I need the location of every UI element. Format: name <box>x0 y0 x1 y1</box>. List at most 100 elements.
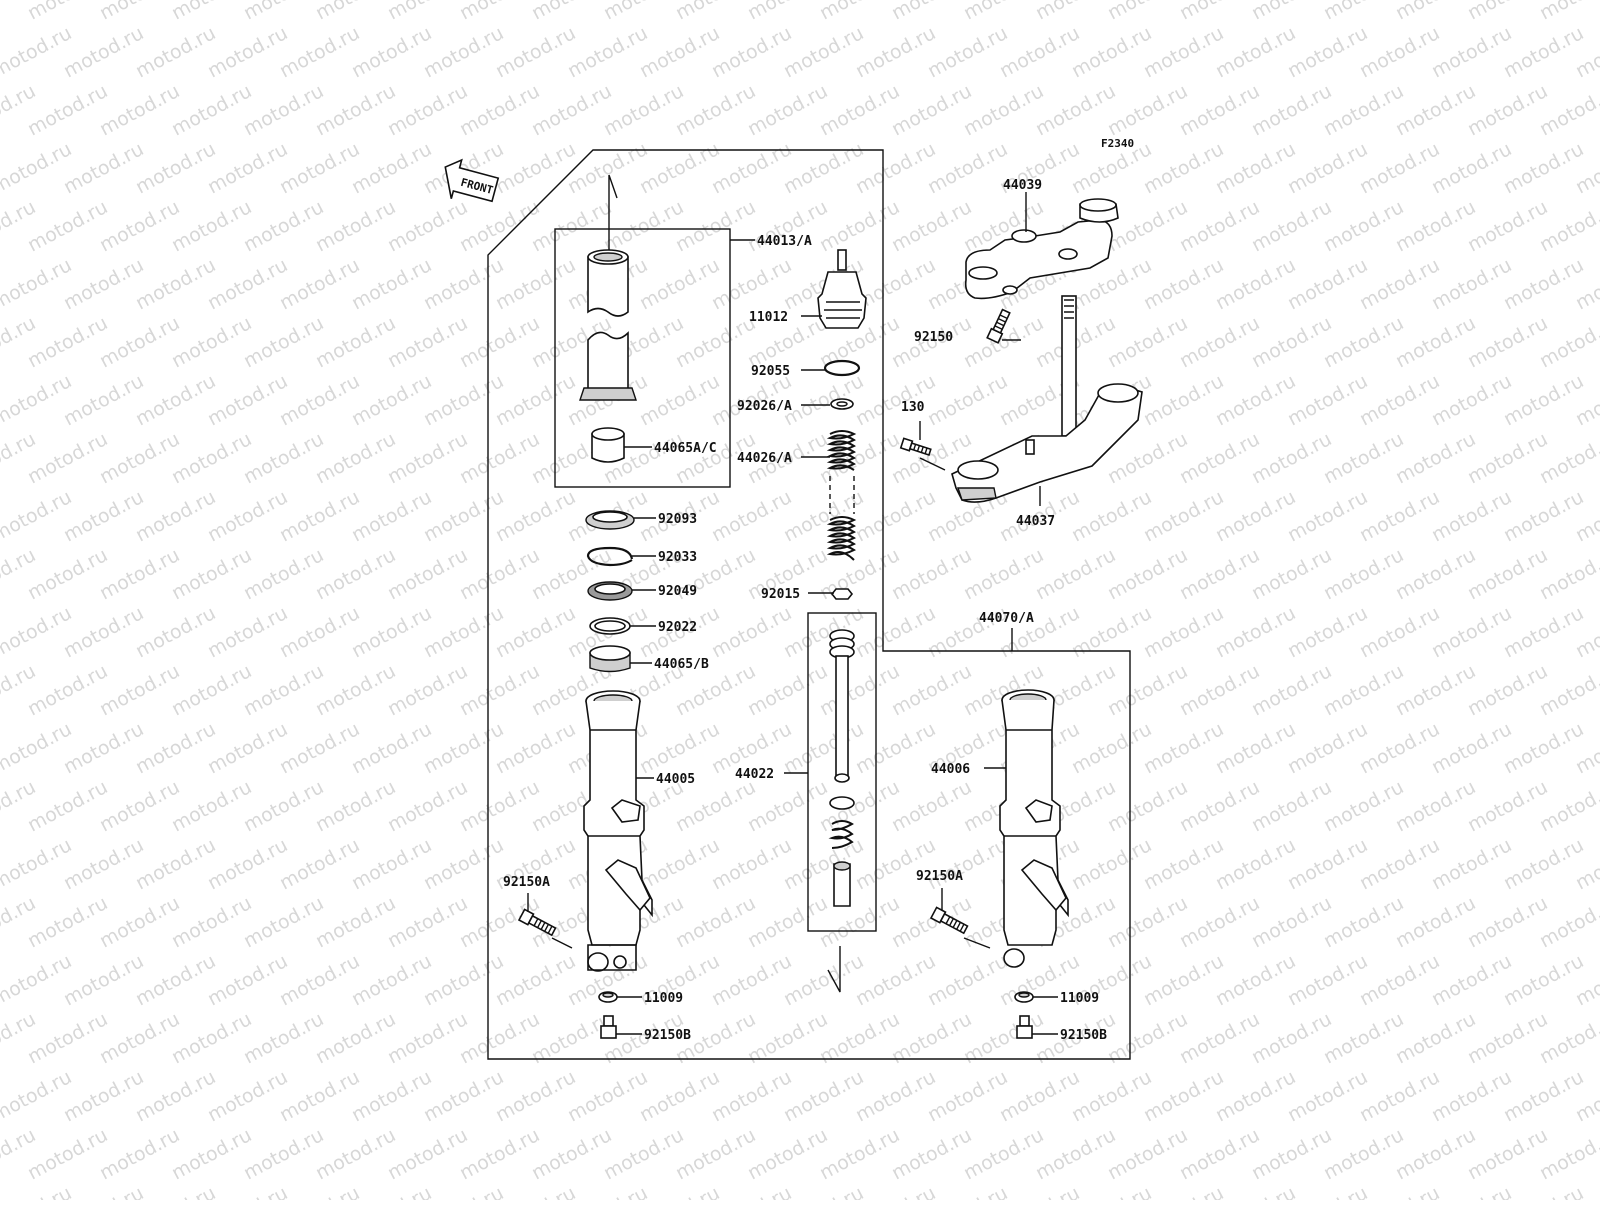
watermark-text: motod.ru <box>1212 370 1299 430</box>
watermark-text: motod.ru <box>528 196 615 256</box>
watermark-text: motod.ru <box>708 138 795 198</box>
watermark-text: motod.ru <box>780 834 867 894</box>
watermark-text: motod.ru <box>276 138 363 198</box>
watermark-text: motod.ru <box>132 950 219 1010</box>
watermark-text: motod.ru <box>0 950 75 1010</box>
watermark-text: motod.ru <box>708 254 795 314</box>
watermark-text: motod.ru <box>996 1066 1083 1126</box>
watermark-text: motod.ru <box>1428 254 1515 314</box>
watermark-text: motod.ru <box>600 196 687 256</box>
watermark-text: motod.ru <box>1176 312 1263 372</box>
watermark-text: motod.ru <box>348 22 435 82</box>
watermark-text: motod.ru <box>1212 602 1299 662</box>
watermark-text: motod.ru <box>240 660 327 720</box>
watermark-text: motod.ru <box>780 370 867 430</box>
watermark-text: motod.ru <box>636 370 723 430</box>
watermark-text: motod.ru <box>1284 602 1371 662</box>
watermark-text: motod.ru <box>1392 80 1479 140</box>
watermark-text: motod.ru <box>1428 486 1515 546</box>
watermark-text: motod.ru <box>744 1124 831 1184</box>
watermark-text: motod.ru <box>240 80 327 140</box>
watermark-text: motod.ru <box>204 1066 291 1126</box>
watermark-text: motod.ru <box>312 80 399 140</box>
watermark-text: motod.ru <box>1536 0 1600 24</box>
watermark-text: motod.ru <box>1356 602 1443 662</box>
watermark-text: motod.ru <box>204 486 291 546</box>
watermark-text: motod.ru <box>132 254 219 314</box>
watermark-text: motod.ru <box>924 1066 1011 1126</box>
watermark-text: motod.ru <box>1320 1008 1407 1068</box>
watermark-text: motod.ru <box>96 428 183 488</box>
watermark-text: motod.ru <box>420 1182 507 1200</box>
watermark-text: motod.ru <box>1464 892 1551 952</box>
watermark-text: motod.ru <box>1428 22 1515 82</box>
watermark-text: motod.ru <box>348 602 435 662</box>
watermark-text: motod.ru <box>492 486 579 546</box>
watermark-text: motod.ru <box>672 80 759 140</box>
outer-tube-right <box>999 689 1069 968</box>
watermark-text: motod.ru <box>1464 312 1551 372</box>
gasket-right <box>1014 991 1034 1003</box>
watermark-text: motod.ru <box>1140 718 1227 778</box>
watermark-text: motod.ru <box>384 196 471 256</box>
watermark-text: motod.ru <box>456 196 543 256</box>
watermark-text: motod.ru <box>456 1124 543 1184</box>
watermark-text: motod.ru <box>312 660 399 720</box>
watermark-text: motod.ru <box>1284 138 1371 198</box>
watermark-text: motod.ru <box>312 1124 399 1184</box>
watermark-text: motod.ru <box>960 544 1047 604</box>
watermark-text: motod.ru <box>1392 312 1479 372</box>
watermark-text: motod.ru <box>1140 254 1227 314</box>
watermark-text: motod.ru <box>1500 1182 1587 1200</box>
label-92022: 92022 <box>658 620 697 635</box>
watermark-text: motod.ru <box>492 1066 579 1126</box>
watermark-text: motod.ru <box>1176 1008 1263 1068</box>
watermark-text: motod.ru <box>924 1182 1011 1200</box>
watermark-text: motod.ru <box>204 254 291 314</box>
watermark-text: motod.ru <box>1392 196 1479 256</box>
watermark-text: motod.ru <box>1032 1124 1119 1184</box>
bolt-92150b-right <box>1016 1015 1033 1039</box>
watermark-text: motod.ru <box>420 602 507 662</box>
watermark-text: motod.ru <box>1284 950 1371 1010</box>
watermark-text: motod.ru <box>168 660 255 720</box>
watermark-text: motod.ru <box>132 834 219 894</box>
watermark-text: motod.ru <box>1140 950 1227 1010</box>
diagram-code: F2340 <box>1101 137 1134 150</box>
watermark-text: motod.ru <box>0 254 75 314</box>
watermark-text: motod.ru <box>456 80 543 140</box>
watermark-text: motod.ru <box>1320 544 1407 604</box>
watermark-text: motod.ru <box>1284 254 1371 314</box>
watermark-text: motod.ru <box>24 1124 111 1184</box>
watermark-text: motod.ru <box>348 370 435 430</box>
watermark-text: motod.ru <box>420 950 507 1010</box>
watermark-text: motod.ru <box>0 718 75 778</box>
watermark-text: motod.ru <box>528 1124 615 1184</box>
watermark-text: motod.ru <box>204 950 291 1010</box>
watermark-text: motod.ru <box>168 776 255 836</box>
watermark-text: motod.ru <box>1356 370 1443 430</box>
watermark-text: motod.ru <box>708 950 795 1010</box>
watermark-text: motod.ru <box>888 544 975 604</box>
watermark-text: motod.ru <box>636 22 723 82</box>
watermark-text: motod.ru <box>240 1124 327 1184</box>
watermark-text: motod.ru <box>1104 544 1191 604</box>
watermark-text: motod.ru <box>276 1066 363 1126</box>
watermark-text: motod.ru <box>60 950 147 1010</box>
watermark-text: motod.ru <box>420 486 507 546</box>
watermark-text: motod.ru <box>888 776 975 836</box>
watermark-text: motod.ru <box>24 660 111 720</box>
upper-bracket <box>964 198 1119 300</box>
watermark-text: motod.ru <box>1500 602 1587 662</box>
watermark-text: motod.ru <box>816 428 903 488</box>
watermark-text: motod.ru <box>852 1066 939 1126</box>
watermark-text: motod.ru <box>1140 486 1227 546</box>
watermark-text: motod.ru <box>96 544 183 604</box>
watermark-text: motod.ru <box>708 1066 795 1126</box>
watermark-text: motod.ru <box>492 602 579 662</box>
label-44065ac: 44065A/C <box>654 441 717 456</box>
watermark-text: motod.ru <box>924 138 1011 198</box>
watermark-text: motod.ru <box>456 776 543 836</box>
